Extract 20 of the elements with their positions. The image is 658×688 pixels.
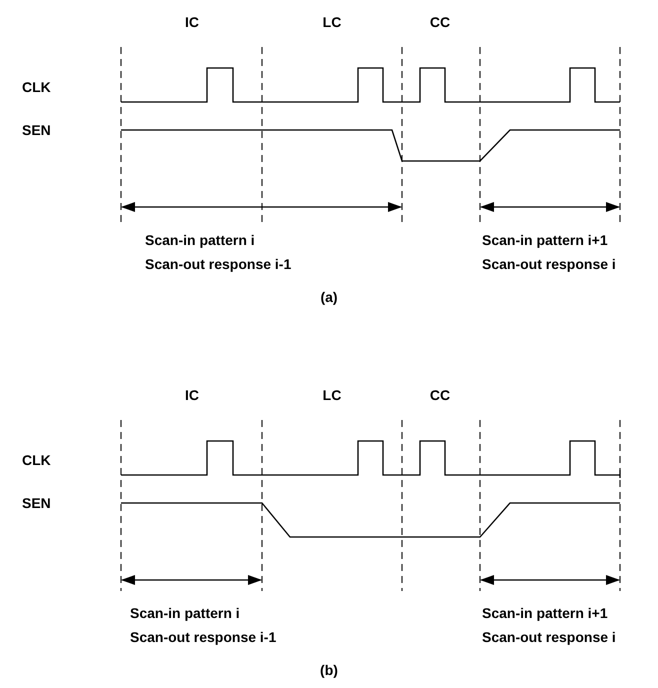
phase-label: IC (185, 14, 199, 30)
phase-label: LC (322, 387, 342, 403)
span-label: Scan-in pattern i+1 (482, 605, 608, 621)
span-label: Scan-in pattern i+1 (482, 232, 608, 248)
panel-caption: (b) (320, 662, 338, 678)
phase-label: CC (430, 387, 450, 403)
span-label: Scan-in pattern i (145, 232, 255, 248)
panel-caption: (a) (320, 289, 338, 305)
span-label: Scan-in pattern i (130, 605, 240, 621)
span-label: Scan-out response i-1 (130, 629, 276, 645)
signal-label: SEN (22, 495, 51, 511)
signal-label: SEN (22, 122, 51, 138)
span-label: Scan-out response i (482, 256, 616, 272)
phase-label: LC (322, 14, 342, 30)
phase-label: IC (185, 387, 199, 403)
signal-label: CLK (22, 79, 51, 95)
phase-label: CC (430, 14, 450, 30)
span-label: Scan-out response i-1 (145, 256, 292, 272)
signal-label: CLK (22, 452, 51, 468)
span-label: Scan-out response i (482, 629, 616, 645)
